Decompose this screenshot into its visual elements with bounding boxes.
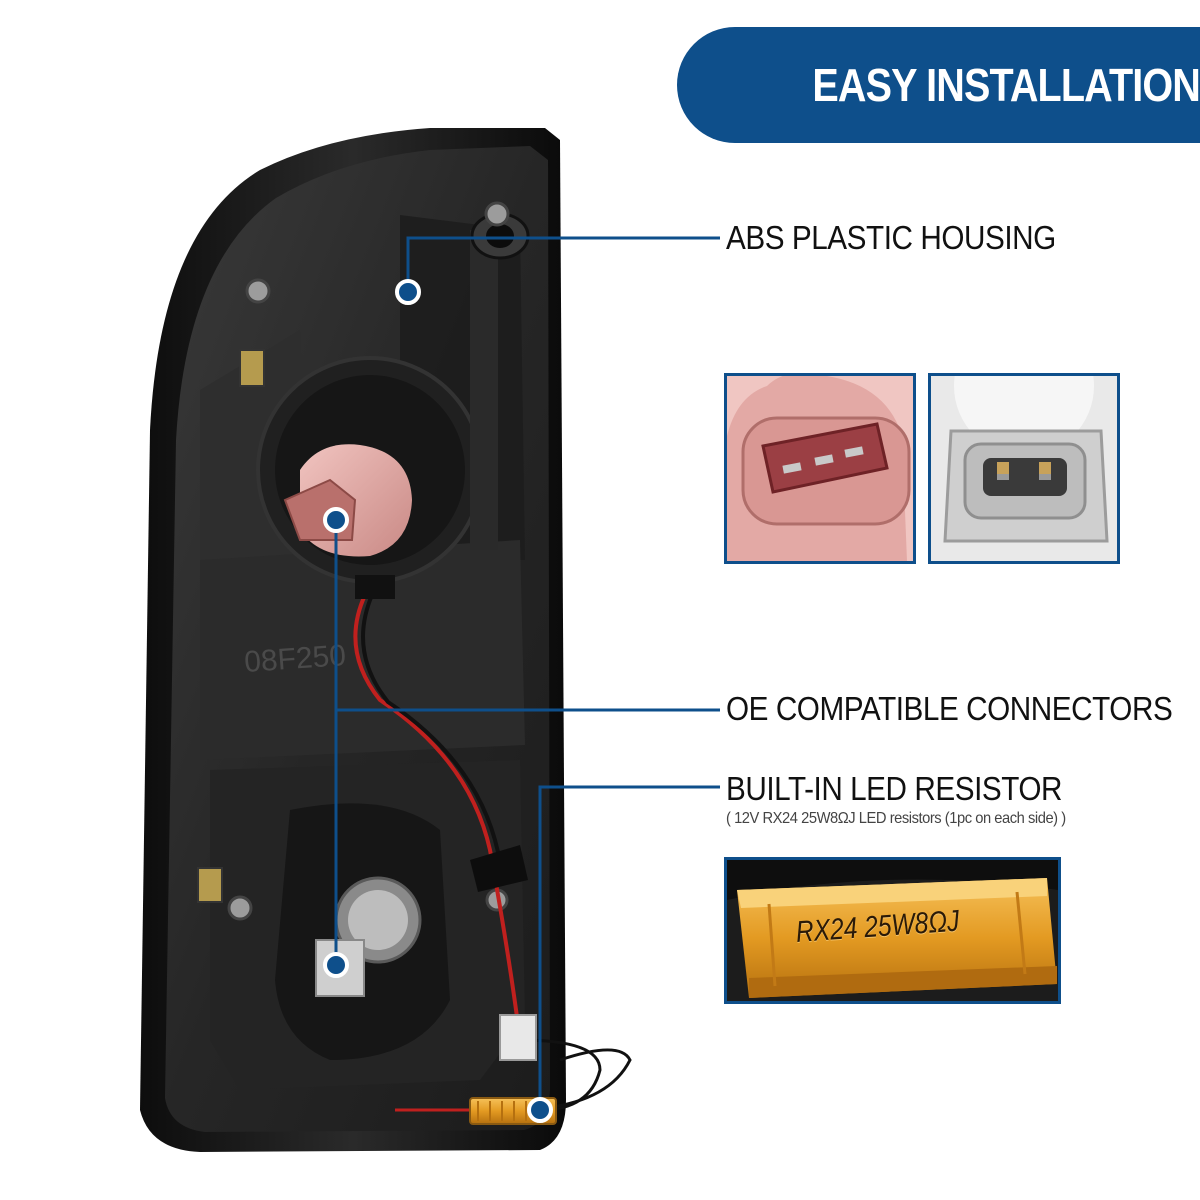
plug-connector [499, 1014, 537, 1061]
callout-dot-housing [395, 279, 421, 305]
callout-line-housing [406, 236, 720, 292]
mounting-stud-icon [197, 349, 265, 903]
tail-light-housing: 08F250 [140, 128, 566, 1152]
callout-sublabel-resistor: ( 12V RX24 25W8ΩJ LED resistors (1pc on … [726, 810, 1066, 827]
grey-connector-photo [931, 376, 1117, 561]
connector-closeup-pink [724, 373, 916, 564]
callout-label-housing: ABS PLASTIC HOUSING [726, 219, 1056, 256]
banner-title: EASY INSTALLATION [812, 59, 1200, 111]
callout-lines [334, 236, 720, 1110]
housing-marking: 08F250 [243, 639, 347, 679]
callout-dot-connector-top [323, 507, 349, 533]
callout-line-resistor [538, 785, 720, 1110]
wiring-harness [353, 575, 632, 1112]
callout-dots [323, 279, 553, 1123]
callout-dot-connector-bottom [323, 952, 349, 978]
resistor-photo [727, 860, 1058, 1001]
resistor-closeup [724, 857, 1061, 1004]
pink-connector-photo [727, 376, 913, 561]
screw-icon [227, 201, 510, 921]
callout-label-resistor: BUILT-IN LED RESISTOR [726, 770, 1063, 807]
connector-closeup-grey [928, 373, 1120, 564]
section-banner: EASY INSTALLATION [677, 27, 1200, 143]
callout-label-connectors: OE COMPATIBLE CONNECTORS [726, 690, 1173, 727]
callout-dot-resistor [527, 1097, 553, 1123]
